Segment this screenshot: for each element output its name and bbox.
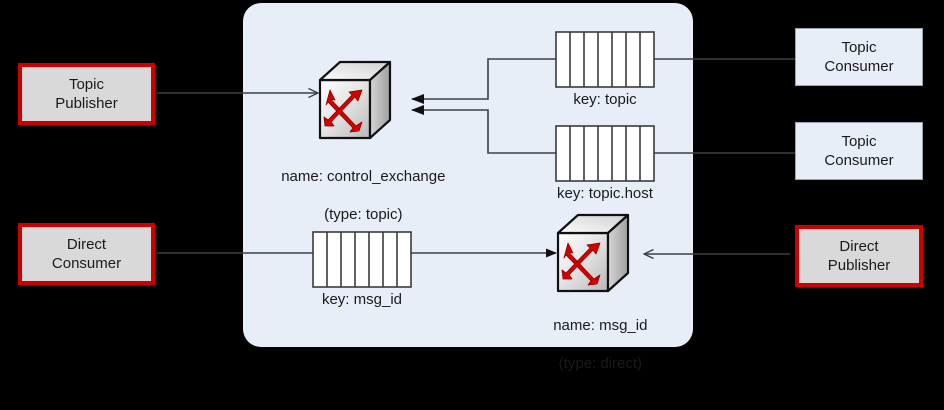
connector-control-exchange-from-queue-topic-host bbox=[411, 105, 556, 154]
endpoint-direct-consumer[interactable]: Direct Consumer bbox=[18, 223, 155, 285]
queue-topic-host[interactable] bbox=[555, 125, 655, 182]
connector-control-exchange-from-queue-topic bbox=[411, 58, 556, 104]
endpoint-label: Direct Publisher bbox=[827, 238, 891, 274]
endpoint-label: Topic Consumer bbox=[824, 39, 894, 75]
endpoint-label: Topic Publisher bbox=[55, 76, 118, 112]
exchange-icon[interactable] bbox=[556, 213, 630, 293]
endpoint-topic-consumer-1[interactable]: Topic Consumer bbox=[795, 28, 923, 86]
connector-group bbox=[155, 58, 795, 254]
endpoint-label: Topic Consumer bbox=[824, 133, 894, 169]
endpoint-direct-publisher[interactable]: Direct Publisher bbox=[795, 225, 923, 287]
queue-msg-id[interactable] bbox=[312, 231, 412, 288]
exchange-icon[interactable] bbox=[318, 60, 392, 140]
queue-topic[interactable] bbox=[555, 31, 655, 88]
endpoint-topic-publisher[interactable]: Topic Publisher bbox=[18, 63, 155, 125]
endpoint-topic-consumer-2[interactable]: Topic Consumer bbox=[795, 122, 923, 180]
endpoint-label: Direct Consumer bbox=[51, 236, 122, 272]
